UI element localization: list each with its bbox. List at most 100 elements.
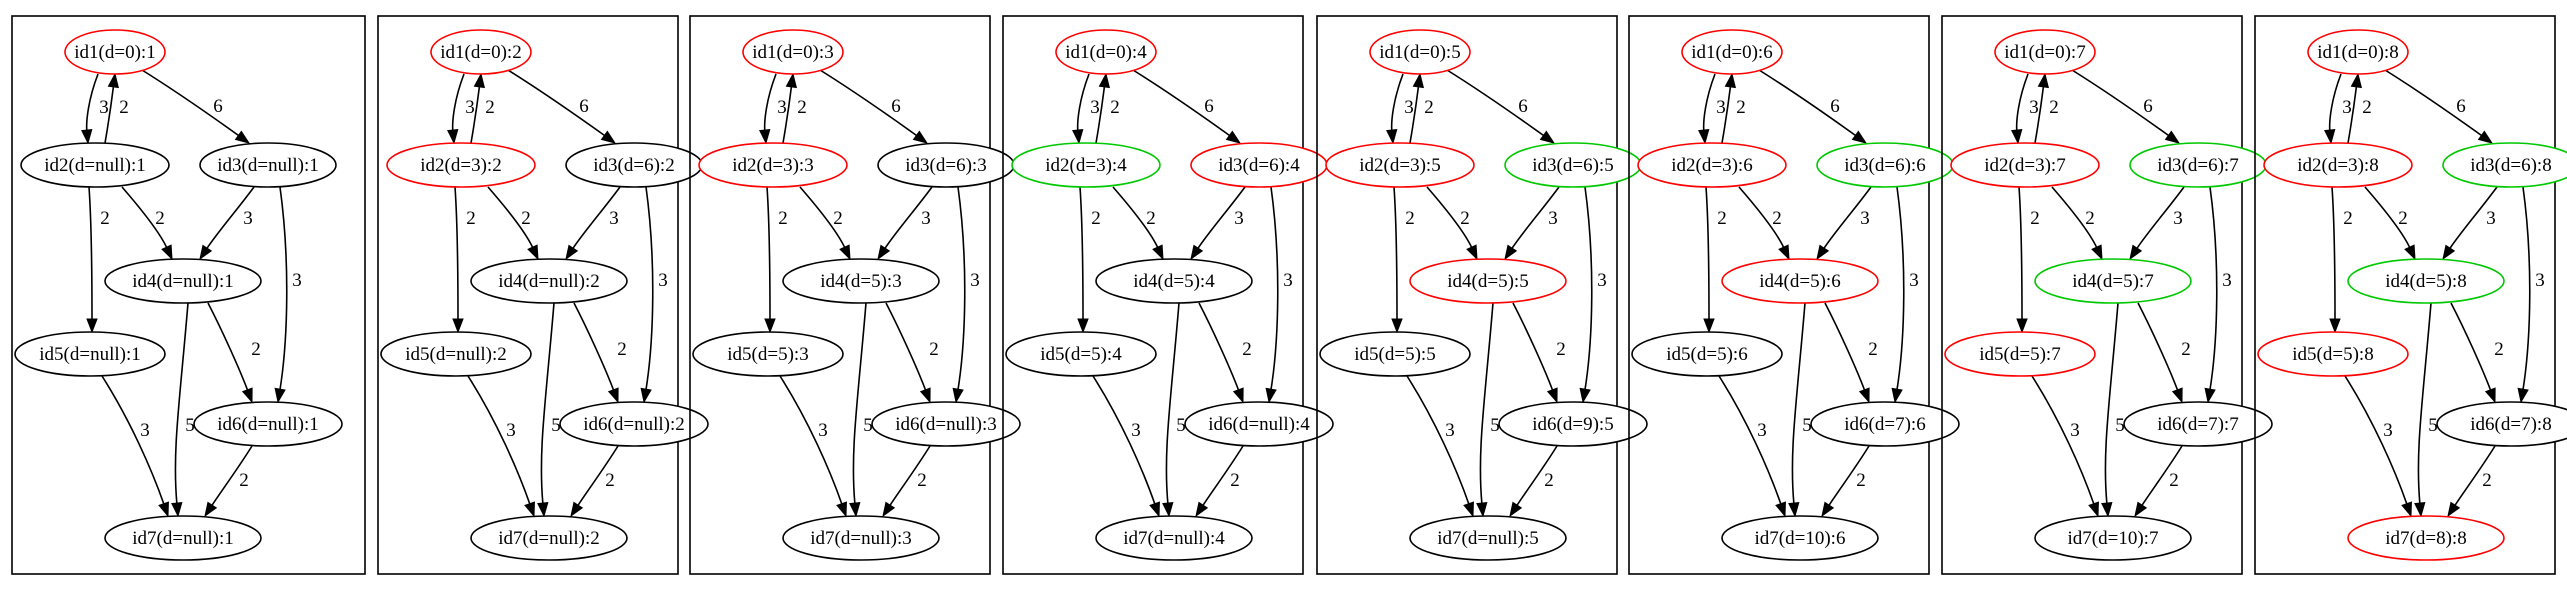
arrowhead — [2442, 244, 2456, 261]
node-label: id1(d=0):5 — [1379, 42, 1460, 63]
edge-line — [141, 69, 240, 137]
arrowhead — [1775, 501, 1786, 518]
edge-weight-label: 3 — [1131, 420, 1141, 441]
arrowhead — [1391, 318, 1403, 334]
node-label: id1(d=0):1 — [74, 42, 155, 63]
edge-weight-label: 2 — [1242, 339, 1252, 360]
arrowhead — [1466, 244, 1478, 261]
edge-e46: 2 — [207, 302, 261, 404]
arrowhead — [1698, 129, 1710, 145]
edge-line — [205, 186, 255, 250]
node-label: id3(d=6):6 — [1844, 155, 1925, 176]
node-ellipse — [782, 258, 940, 304]
edge-e34: 3 — [1816, 186, 1872, 261]
node-ellipse — [104, 515, 262, 561]
arrowhead — [107, 72, 120, 89]
edge-line — [1079, 186, 1084, 321]
edge-line — [1095, 85, 1106, 144]
edge-weight-label: 3 — [1445, 420, 1455, 441]
edge-weight-label: 2 — [929, 339, 939, 360]
node-label: id2(d=3):6 — [1671, 155, 1752, 176]
edge-e36: 3 — [640, 186, 668, 404]
edge-line — [85, 73, 99, 132]
edge-weight-label: 3 — [1234, 208, 1244, 229]
edge-weight-label: 3 — [970, 270, 980, 291]
edge-line — [1196, 186, 1246, 250]
edge-weight-label: 5 — [863, 415, 873, 436]
graph-node-n4: id4(d=null):1 — [104, 258, 262, 304]
arrowhead — [1195, 501, 1209, 518]
graph-node-n1: id1(d=0):4 — [1055, 29, 1157, 75]
graph-node-n6: id6(d=7):7 — [2123, 401, 2273, 447]
node-ellipse — [559, 401, 709, 447]
edge-weight-label: 2 — [2362, 97, 2372, 118]
node-ellipse — [1637, 142, 1787, 188]
node-label: id3(d=6):7 — [2157, 155, 2238, 176]
edge-e25: 2 — [452, 186, 476, 334]
edge-weight-label: 3 — [2029, 97, 2039, 118]
arrowhead — [2016, 318, 2028, 334]
arrowhead — [2324, 129, 2336, 145]
edge-line — [1409, 85, 1420, 144]
graph-node-n2: id2(d=3):6 — [1637, 142, 1787, 188]
arrowhead — [1539, 130, 1556, 144]
graph-node-n6: id6(d=7):8 — [2436, 401, 2567, 447]
arrowhead — [607, 387, 619, 404]
edge-line — [779, 375, 843, 505]
arrowhead — [2350, 72, 2363, 89]
edge-e47: 5 — [1788, 302, 1812, 518]
node-label: id3(d=6):5 — [1532, 155, 1613, 176]
node-label: id5(d=5):5 — [1354, 344, 1435, 365]
arrowhead — [1077, 318, 1089, 334]
graph-node-n3: id3(d=6):5 — [1504, 142, 1642, 188]
node-ellipse — [470, 258, 628, 304]
edge-weight-label: 3 — [1548, 208, 1558, 229]
edge-e46: 2 — [2450, 302, 2504, 404]
edge-weight-label: 2 — [155, 208, 165, 229]
arrowhead — [2204, 387, 2216, 404]
edge-line — [2448, 186, 2498, 250]
graph-node-n2: id2(d=3):7 — [1950, 142, 2100, 188]
edge-weight-label: 2 — [1772, 208, 1782, 229]
edge-e57: 3 — [2344, 375, 2412, 518]
edge-weight-label: 2 — [239, 470, 249, 491]
edge-e13: 6 — [1446, 69, 1556, 144]
node-label: id6(d=7):8 — [2470, 414, 2551, 435]
edge-weight-label: 6 — [213, 96, 223, 117]
panel-frame — [377, 15, 679, 575]
node-ellipse — [2347, 515, 2505, 561]
arrowhead — [877, 244, 891, 261]
edge-line — [1165, 302, 1180, 505]
edge-weight-label: 3 — [818, 420, 828, 441]
edge-weight-label: 2 — [1091, 208, 1101, 229]
edge-weight-label: 2 — [485, 97, 495, 118]
edge-e24: 2 — [799, 186, 851, 261]
arrowhead — [1579, 387, 1591, 404]
edge-line — [2328, 73, 2342, 132]
arrowhead — [1891, 387, 1903, 404]
node-ellipse — [1498, 401, 1648, 447]
edge-line — [2015, 73, 2029, 132]
graph-node-n4: id4(d=5):7 — [2034, 258, 2192, 304]
edge-line — [454, 186, 459, 321]
arrowhead — [161, 244, 173, 261]
edge-e21: 2 — [782, 72, 807, 144]
arrowhead — [2477, 130, 2494, 144]
edge-line — [207, 302, 249, 392]
edge-e36: 3 — [1579, 186, 1607, 404]
edge-weight-label: 2 — [2085, 208, 2095, 229]
edge-line — [2018, 186, 2023, 321]
arrowhead — [1463, 501, 1474, 518]
edge-e25: 2 — [1077, 186, 1101, 334]
edge-line — [2104, 302, 2119, 505]
edge-e13: 6 — [1758, 69, 1868, 144]
node-label: id3(d=6):2 — [593, 155, 674, 176]
panel-frame — [1002, 15, 1304, 575]
edge-e47: 5 — [537, 302, 561, 518]
graph-node-n1: id1(d=0):2 — [430, 29, 532, 75]
edge-e67: 2 — [204, 445, 253, 518]
arrowhead — [1821, 501, 1835, 518]
edge-line — [763, 73, 777, 132]
